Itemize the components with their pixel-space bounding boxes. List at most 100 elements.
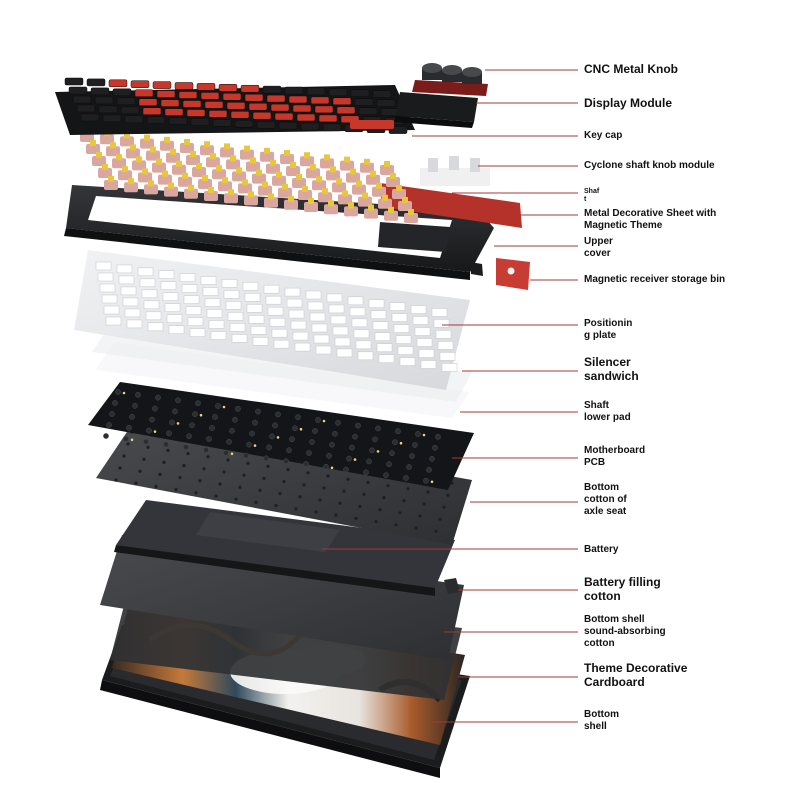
plate-cutout xyxy=(230,323,245,331)
keycap xyxy=(373,91,391,98)
plate-cutout xyxy=(182,285,197,293)
switch-stem xyxy=(224,143,230,149)
switch-stem xyxy=(384,161,390,167)
plate-cutout xyxy=(100,284,115,292)
plate-cutout xyxy=(411,306,426,314)
keycap xyxy=(323,124,341,131)
pcb-pad xyxy=(312,428,317,433)
keycap xyxy=(257,121,275,128)
pcb-pad xyxy=(252,420,257,425)
cotton-hole xyxy=(134,482,137,485)
plate-cutout xyxy=(396,336,411,344)
plate-cutout xyxy=(163,293,178,301)
keycap xyxy=(253,112,271,119)
switch-stem xyxy=(210,153,216,159)
plate-cutout xyxy=(417,339,432,347)
plate-cutout xyxy=(251,326,266,334)
pcb-led xyxy=(131,439,134,442)
switch-stem xyxy=(162,171,168,177)
switch-stem xyxy=(388,207,394,213)
keycap xyxy=(183,101,201,108)
pcb-pad xyxy=(169,420,174,425)
pcb-pad xyxy=(352,434,357,439)
plate-cutout xyxy=(333,327,348,335)
plate-cutout xyxy=(226,301,241,309)
pcb-pad xyxy=(106,422,111,427)
switch-stem xyxy=(128,178,134,184)
pcb-pad xyxy=(295,415,300,420)
plate-cutout xyxy=(442,363,457,371)
switch-stem xyxy=(396,185,402,191)
plate-cutout xyxy=(375,333,390,341)
switch-stem xyxy=(228,189,234,195)
cotton-hole xyxy=(306,471,309,474)
cotton-hole xyxy=(298,495,301,498)
label-cyclone-shaft-knob-module: Cyclone shaft knob module xyxy=(584,160,715,172)
switch-stem xyxy=(328,200,334,206)
keycap xyxy=(351,90,369,97)
pcb-pad xyxy=(426,467,431,472)
cotton-hole xyxy=(274,504,277,507)
switch-stem xyxy=(348,202,354,208)
keycap xyxy=(227,102,245,109)
plate-cutout xyxy=(295,343,310,351)
plate-cutout xyxy=(335,338,350,346)
pcb-pad xyxy=(149,417,154,422)
pcb-pad xyxy=(183,445,188,450)
plate-cutout xyxy=(289,310,304,318)
keycap xyxy=(377,100,395,107)
plate-cutout xyxy=(144,301,159,309)
switch-stem xyxy=(296,174,302,180)
switch-stem xyxy=(248,191,254,197)
cotton-hole xyxy=(214,494,217,497)
plate-cutout xyxy=(270,318,285,326)
pcb-pad xyxy=(235,406,240,411)
pcb-pad xyxy=(109,411,114,416)
plate-cutout xyxy=(190,329,205,337)
pcb-pad xyxy=(163,442,168,447)
pcb-pad xyxy=(403,475,408,480)
keycap xyxy=(169,118,187,125)
plate-cutout xyxy=(337,349,352,357)
cotton-hole xyxy=(202,467,205,470)
pcb-pad xyxy=(409,453,414,458)
keycap xyxy=(109,80,127,87)
pcb-pad xyxy=(155,395,160,400)
plate-cutout xyxy=(316,346,331,354)
cotton-hole xyxy=(222,470,225,473)
plate-cutout xyxy=(125,309,140,317)
plate-cutout xyxy=(390,303,405,311)
cotton-hole xyxy=(138,470,141,473)
label-positioning-plate: Positionin g plate xyxy=(584,318,632,342)
cotton-hole xyxy=(354,517,357,520)
plate-cutout xyxy=(373,322,388,330)
plate-cutout xyxy=(329,305,344,313)
cotton-hole xyxy=(282,480,285,483)
plate-cutout xyxy=(392,314,407,322)
pcb-pad xyxy=(103,433,108,438)
pcb-led xyxy=(323,420,326,423)
plate-cutout xyxy=(167,315,182,323)
cotton-hole xyxy=(158,473,161,476)
keycap xyxy=(65,78,83,85)
switch-stem xyxy=(196,163,202,169)
keycap xyxy=(241,85,259,92)
plate-cutout xyxy=(432,308,447,316)
keycap xyxy=(187,110,205,117)
cotton-hole xyxy=(258,489,261,492)
switch-stem xyxy=(382,195,388,201)
pcb-pad xyxy=(232,417,237,422)
pcb-pad xyxy=(223,450,228,455)
cyclone-knob-module-part xyxy=(420,156,490,186)
plate-cutout xyxy=(266,296,281,304)
cotton-hole xyxy=(182,464,185,467)
plate-cutout xyxy=(379,355,394,363)
pcb-pad xyxy=(306,450,311,455)
plate-cutout xyxy=(228,312,243,320)
plate-cutout xyxy=(102,295,117,303)
cotton-hole xyxy=(154,485,157,488)
plate-cutout xyxy=(232,334,247,342)
pcb-pad xyxy=(172,409,177,414)
cotton-hole xyxy=(122,454,125,457)
plate-cutout xyxy=(117,265,132,273)
